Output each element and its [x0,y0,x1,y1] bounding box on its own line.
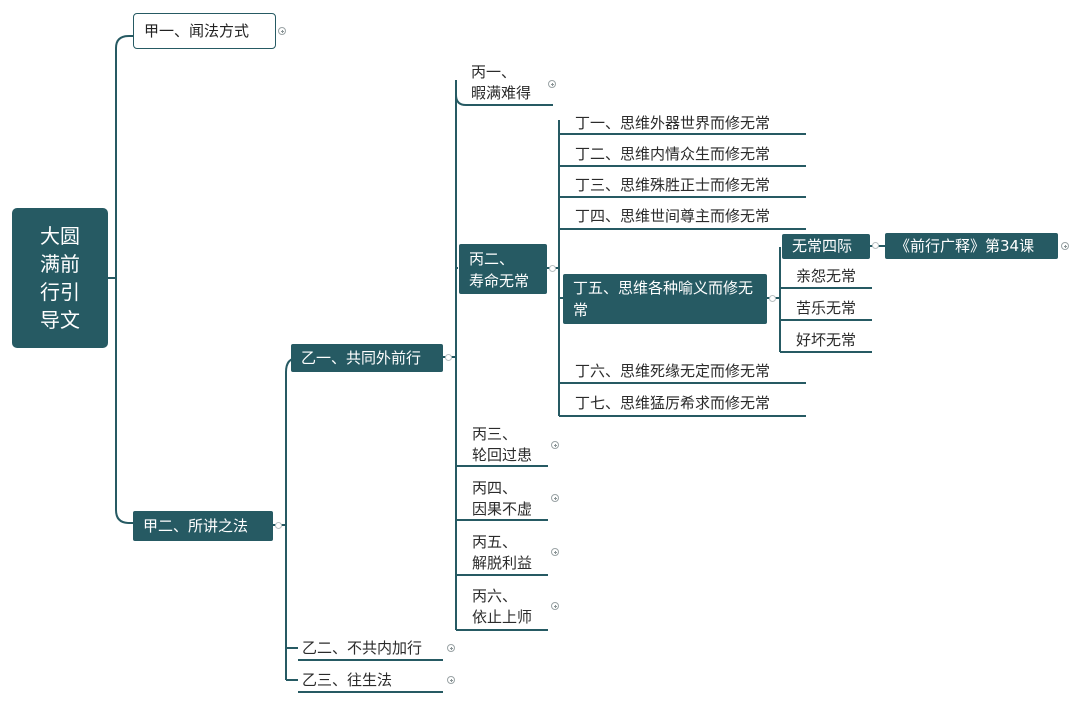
bing2-line2: 寿命无常 [469,272,530,290]
jia2-label: 甲二、所讲之法 [143,517,249,535]
expand-icon[interactable] [447,676,455,684]
node-wu3[interactable]: 苦乐无常 [794,297,858,319]
expand-icon[interactable] [447,644,455,652]
collapse-icon[interactable] [549,265,556,272]
node-jia1[interactable]: 甲一、闻法方式 [133,13,276,49]
node-bing4[interactable]: 丙四、 因果不虚 [470,478,534,520]
ding5-label: 丁五、思维各种喻义而修无常 [573,279,754,319]
expand-icon[interactable] [551,441,559,449]
node-bing5[interactable]: 丙五、 解脱利益 [470,532,534,574]
bing4-line1: 丙四、 [472,479,518,497]
expand-icon[interactable] [551,548,559,556]
ding1-label: 丁一、思维外器世界而修无常 [575,114,771,132]
wu2-label: 亲怨无常 [796,267,857,285]
node-ding1[interactable]: 丁一、思维外器世界而修无常 [573,112,772,134]
node-yi3[interactable]: 乙三、往生法 [300,669,394,691]
node-ding3[interactable]: 丁三、思维殊胜正士而修无常 [573,174,772,196]
bing6-line2: 依止上师 [472,608,533,626]
node-wu4[interactable]: 好坏无常 [794,329,858,351]
bing3-line2: 轮回过患 [472,446,533,464]
wu4-label: 好坏无常 [796,331,857,349]
node-ding2[interactable]: 丁二、思维内情众生而修无常 [573,143,772,165]
jia1-label: 甲一、闻法方式 [144,22,250,40]
bing4-line2: 因果不虚 [472,500,533,518]
bing6-line1: 丙六、 [472,587,518,605]
node-bing6[interactable]: 丙六、 依止上师 [470,586,534,628]
node-lesson[interactable]: 《前行广释》第34课 [885,233,1058,259]
bing5-line1: 丙五、 [472,533,518,551]
bing1-line1: 丙一、 [471,63,517,81]
node-ding6[interactable]: 丁六、思维死缘无定而修无常 [573,360,772,382]
collapse-icon[interactable] [872,242,879,249]
node-ding7[interactable]: 丁七、思维猛厉希求而修无常 [573,392,772,414]
wu3-label: 苦乐无常 [796,299,857,317]
yi3-label: 乙三、往生法 [302,671,393,689]
expand-icon[interactable] [551,494,559,502]
node-ding4[interactable]: 丁四、思维世间尊主而修无常 [573,205,772,227]
expand-icon[interactable] [551,602,559,610]
node-wu2[interactable]: 亲怨无常 [794,265,858,287]
expand-icon[interactable] [548,80,556,88]
collapse-icon[interactable] [769,295,776,302]
collapse-icon[interactable] [445,354,452,361]
expand-icon[interactable] [278,27,286,35]
bing5-line2: 解脱利益 [472,554,533,572]
ding7-label: 丁七、思维猛厉希求而修无常 [575,394,771,412]
node-ding5[interactable]: 丁五、思维各种喻义而修无常 [563,274,767,324]
collapse-icon[interactable] [275,522,282,529]
expand-icon[interactable] [1061,242,1069,250]
bing2-line1: 丙二、 [469,250,515,268]
node-jia2[interactable]: 甲二、所讲之法 [133,511,273,541]
ding2-label: 丁二、思维内情众生而修无常 [575,145,771,163]
lesson-label: 《前行广释》第34课 [895,237,1035,255]
ding3-label: 丁三、思维殊胜正士而修无常 [575,176,771,194]
root-node[interactable]: 大圆满前行引导文 [12,208,108,348]
ding4-label: 丁四、思维世间尊主而修无常 [575,207,771,225]
node-bing3[interactable]: 丙三、 轮回过患 [470,424,534,466]
node-wu1[interactable]: 无常四际 [782,234,870,259]
ding6-label: 丁六、思维死缘无定而修无常 [575,362,771,380]
node-bing1[interactable]: 丙一、 暇满难得 [469,62,533,104]
node-yi2[interactable]: 乙二、不共内加行 [300,637,424,659]
root-label: 大圆满前行引导文 [40,224,80,332]
node-yi1[interactable]: 乙一、共同外前行 [291,344,443,372]
bing1-line2: 暇满难得 [471,84,532,102]
node-bing2[interactable]: 丙二、 寿命无常 [459,244,547,294]
wu1-label: 无常四际 [792,237,853,255]
yi2-label: 乙二、不共内加行 [302,639,423,657]
yi1-label: 乙一、共同外前行 [301,349,422,367]
bing3-line1: 丙三、 [472,425,518,443]
